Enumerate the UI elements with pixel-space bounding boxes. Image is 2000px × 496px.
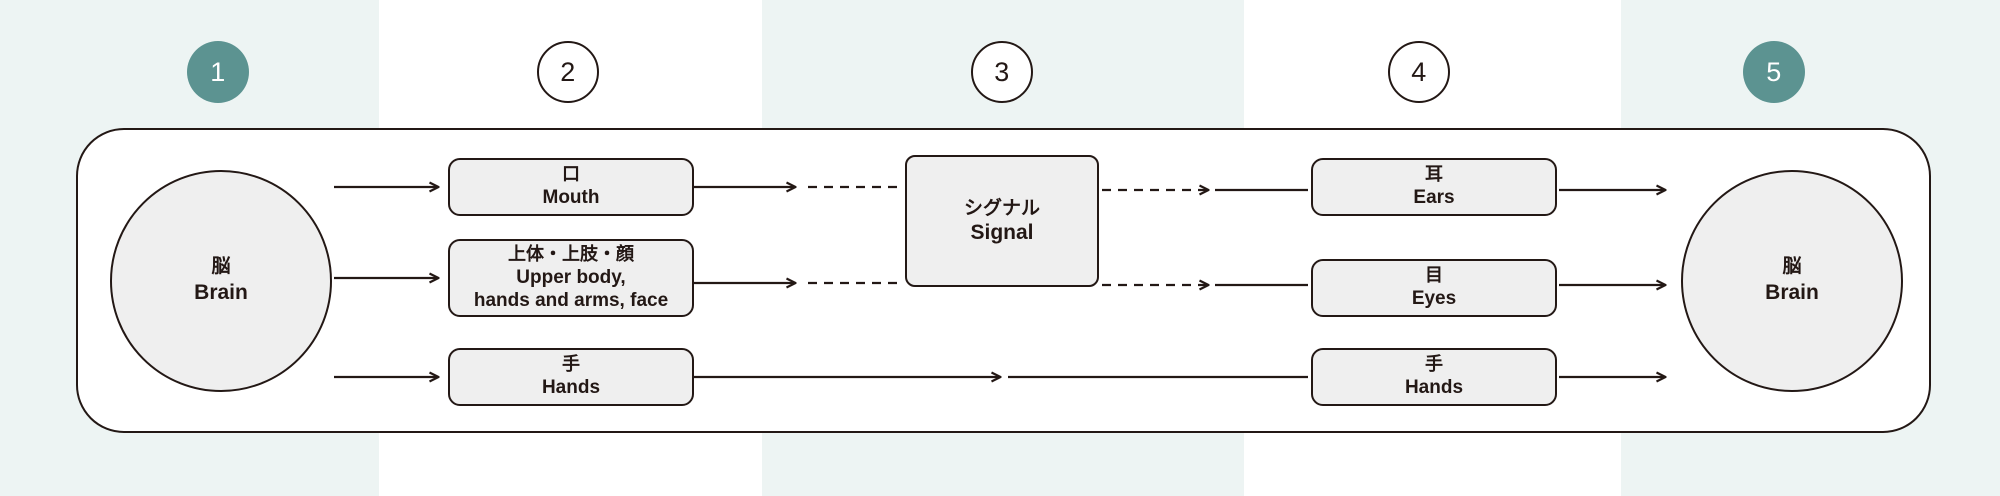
node-brain-left: 脳 Brain	[110, 170, 332, 392]
node-hands-right-jp: 手	[1425, 354, 1443, 375]
node-hands-left-jp: 手	[562, 354, 580, 375]
step-badge-1-label: 1	[210, 56, 226, 87]
step-badge-5: 5	[1743, 41, 1805, 103]
node-mouth-jp: 口	[562, 164, 580, 185]
node-brain-right-jp: 脳	[1782, 256, 1802, 278]
step-badge-3: 3	[971, 41, 1033, 103]
node-eyes-jp: 目	[1425, 265, 1443, 286]
node-upper-body: 上体・上肢・顔 Upper body, hands and arms, face	[448, 239, 694, 317]
node-hands-left-en: Hands	[541, 377, 601, 399]
step-badge-3-label: 3	[994, 56, 1010, 87]
node-signal: シグナル Signal	[905, 155, 1099, 287]
node-brain-right: 脳 Brain	[1681, 170, 1903, 392]
step-badge-4-label: 4	[1411, 56, 1427, 87]
node-ears: 耳 Ears	[1311, 158, 1557, 216]
node-upper-body-jp: 上体・上肢・顔	[508, 243, 634, 264]
step-badge-1: 1	[187, 41, 249, 103]
node-mouth: 口 Mouth	[448, 158, 694, 216]
step-badge-2: 2	[537, 41, 599, 103]
node-brain-left-en: Brain	[194, 280, 248, 304]
node-upper-body-en: Upper body, hands and arms, face	[473, 266, 669, 311]
node-signal-en: Signal	[970, 220, 1034, 244]
step-badge-2-label: 2	[560, 56, 576, 87]
node-ears-en: Ears	[1413, 187, 1455, 209]
node-signal-jp: シグナル	[963, 197, 1040, 219]
step-badge-5-label: 5	[1766, 56, 1782, 87]
node-ears-jp: 耳	[1425, 164, 1443, 185]
node-brain-right-en: Brain	[1765, 280, 1819, 304]
node-hands-right-en: Hands	[1404, 377, 1464, 399]
node-eyes: 目 Eyes	[1311, 259, 1557, 317]
node-hands-right: 手 Hands	[1311, 348, 1557, 406]
step-badge-4: 4	[1388, 41, 1450, 103]
node-brain-left-jp: 脳	[211, 256, 231, 278]
node-eyes-en: Eyes	[1411, 288, 1457, 310]
node-hands-left: 手 Hands	[448, 348, 694, 406]
node-mouth-en: Mouth	[542, 187, 600, 209]
